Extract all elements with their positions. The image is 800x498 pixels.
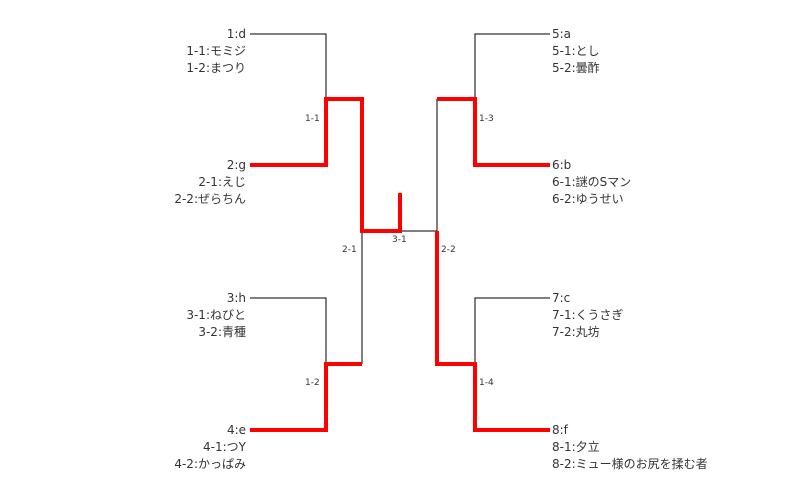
seed-8: 8:f 8-1:夕立 8-2:ミュー様のお尻を揉む者 [552,423,708,471]
seed-member: 5-1:とし [552,44,600,58]
seed-6: 6:b 6-1:謎のSマン 6-2:ゆうせい [552,158,631,206]
match-label-1-4: 1-4 [479,378,494,388]
winner-path-seed-8 [435,231,550,432]
seed-member: 3-1:ねびと [186,308,246,322]
seed-member: 1-1:モミジ [186,44,246,58]
match-label-2-1: 2-1 [342,245,357,255]
seed-name: 3:h [227,291,246,305]
seed-name: 5:a [552,27,571,41]
seed-1: 1:d 1-1:モミジ 1-2:まつり [186,27,246,75]
seed-member: 8-1:夕立 [552,439,600,454]
winner-paths [250,97,550,432]
seed-4: 4:e 4-1:つY 4-2:かっぱみ [174,423,246,471]
seed-name: 2:g [227,158,246,172]
seed-member: 2-2:ぜらちん [174,192,246,206]
winner-path-seed-6 [437,97,550,167]
seed-member: 7-2:丸坊 [552,324,600,339]
seed-name: 1:d [227,27,246,41]
left-seeds: 1:d 1-1:モミジ 1-2:まつり 2:g 2-1:えじ 2-2:ぜらちん … [174,27,246,471]
line-seed-5 [474,33,550,99]
match-labels: 1-1 1-2 1-3 1-4 2-1 2-2 3-1 [305,114,494,388]
line-seed-7 [474,297,550,364]
seed-member: 8-2:ミュー様のお尻を揉む者 [552,456,708,471]
seed-member: 3-2:青種 [198,325,246,339]
seed-member: 2-1:えじ [198,175,246,189]
right-seeds: 5:a 5-1:とし 5-2:曇酢 6:b 6-1:謎のSマン 6-2:ゆうせい… [552,27,708,471]
bracket-lines [250,33,550,364]
seed-3: 3:h 3-1:ねびと 3-2:青種 [186,291,246,339]
match-label-1-1: 1-1 [305,114,320,124]
seed-member: 1-2:まつり [186,61,246,75]
seed-name: 4:e [227,423,246,437]
seed-member: 4-1:つY [203,440,247,454]
line-seed-1 [250,33,327,99]
seed-member: 6-1:謎のSマン [552,175,631,189]
seed-member: 4-2:かっぱみ [174,457,246,471]
seed-7: 7:c 7-1:くうさぎ 7-2:丸坊 [552,291,623,339]
winner-path-seed-2 [250,97,402,233]
match-label-3-1: 3-1 [392,235,407,245]
seed-name: 6:b [552,158,571,172]
match-label-1-2: 1-2 [305,378,320,388]
seed-member: 5-2:曇酢 [552,60,600,75]
match-label-1-3: 1-3 [479,114,494,124]
match-label-2-2: 2-2 [441,245,456,255]
seed-2: 2:g 2-1:えじ 2-2:ぜらちん [174,158,246,206]
seed-member: 6-2:ゆうせい [552,192,624,206]
seed-member: 7-1:くうさぎ [552,308,623,322]
seed-name: 7:c [552,291,570,305]
line-seed-3 [250,297,327,364]
winner-path-seed-4 [250,362,362,432]
seed-5: 5:a 5-1:とし 5-2:曇酢 [552,27,600,75]
seed-name: 8:f [552,423,569,437]
